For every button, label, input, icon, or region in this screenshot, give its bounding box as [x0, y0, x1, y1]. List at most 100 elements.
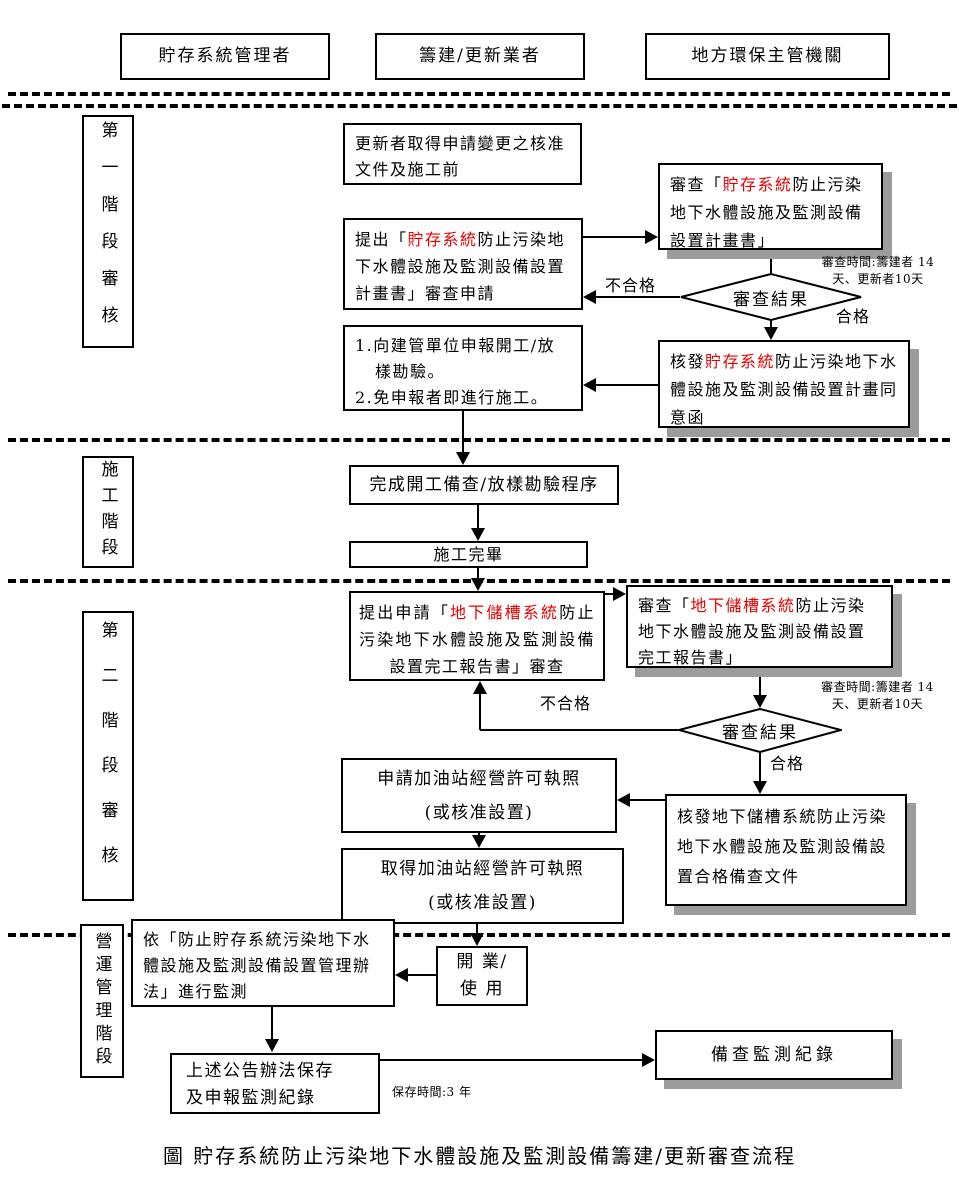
- note-review-time-stage1-line2: 天、更新者10天: [832, 272, 924, 286]
- arrow-review2-to-decision2-head: [753, 695, 767, 708]
- box-open-business: 開 業/ 使 用: [436, 946, 528, 1006]
- box-keep-monitoring-records-line1: 上述公告辦法保存: [186, 1061, 334, 1081]
- box-record-monitoring-text: 備查監測紀錄: [711, 1044, 837, 1065]
- arrow-license-to-open-head: [470, 933, 484, 946]
- box-get-station-license-line2: (或核准設置): [428, 893, 537, 913]
- lane-header-builder: 籌建/更新業者: [375, 33, 585, 80]
- arrow-pass-to-issue-2-line: [759, 752, 761, 782]
- arrow-pass-to-issue-1-head: [764, 327, 778, 340]
- arrow-done-to-apply2-head: [471, 578, 485, 591]
- box-review-report-post: 防止污染地下水體設施及監測設備設置完工報告書」: [638, 596, 866, 667]
- decision-review-result-1: 審查結果: [680, 272, 862, 322]
- box-review-report-pre: 審查「: [638, 596, 691, 615]
- arrow-license-to-open-line: [476, 924, 478, 934]
- arrow-issue-to-report-head: [583, 378, 596, 392]
- box-apply-station-license-line2: (或核准設置): [424, 802, 534, 823]
- note-review-time-stage2-line1: 審查時間:籌建者 14: [821, 680, 934, 694]
- box-review-plan-post: 防止污染地下水體設施及監測設備設置計畫書」: [670, 175, 863, 250]
- box-issue-consent-highlight: 貯存系統: [705, 352, 776, 371]
- arrow-monitor-to-keep-line: [271, 1007, 273, 1040]
- box-keep-monitoring-records-line2: 及申報監測紀錄: [186, 1088, 316, 1108]
- lane-header-storage-manager: 貯存系統管理者: [120, 33, 330, 80]
- arrow-fail-return-2-head: [473, 681, 487, 694]
- figure-caption: 圖 貯存系統防止污染地下水體設施及監測設備籌建/更新審查流程: [162, 1144, 797, 1168]
- box-submit-report-post: 防止污染地下水體設施及監測設備設置完工報告書」審查: [359, 603, 595, 676]
- arrow-check-to-done-head: [471, 528, 485, 541]
- decision-diamond-shape-1: [680, 272, 862, 322]
- box-monitor-per-regulation-text: 依「防止貯存系統污染地下水體設施及監測設備設置管理辦法」進行監測: [143, 930, 371, 1001]
- arrow-open-to-monitor-head: [395, 968, 408, 982]
- arrow-keep-to-record-head: [642, 1053, 655, 1067]
- box-issue-completion-approval-text: 核發地下儲槽系統防止污染地下水體設施及監測設備設置合格備查文件: [677, 807, 888, 886]
- box-review-plan: 審查「貯存系統防止污染地下水體設施及監測設備設置計畫書」: [658, 163, 883, 250]
- box-open-business-line2: 使 用: [460, 979, 504, 999]
- box-update-approval-docs: 更新者取得申請變更之核准文件及施工前: [343, 123, 582, 185]
- arrow-check-to-done-line: [477, 505, 479, 529]
- decision-review-result-1-label: 審查結果: [733, 289, 809, 310]
- arrow-apply-to-review-line: [583, 236, 645, 238]
- box-submit-plan-highlight: 貯存系統: [407, 230, 478, 249]
- box-submit-report-highlight: 地下儲槽系統: [450, 603, 560, 622]
- box-submit-report-pre: 提出申請「: [359, 603, 451, 622]
- arrow-apply2-to-review2-line: [605, 593, 614, 595]
- arrow-done-to-apply2-line: [477, 568, 479, 579]
- decision-diamond-shape-2: [675, 707, 845, 754]
- arrow-pass-to-issue-1-line: [770, 321, 772, 328]
- box-report-construction-start: 1.向建管單位申報開工/放樣勘驗。 2.免申報者即進行施工。: [343, 325, 583, 411]
- stage-label-operation: 營運管理階段: [80, 924, 124, 1078]
- separator-dashed-top-2: [2, 104, 957, 108]
- stage-label-stage1: 第一階段審核: [82, 115, 134, 348]
- separator-dashed-stage1: [8, 438, 950, 442]
- box-update-approval-docs-text: 更新者取得申請變更之核准文件及施工前: [355, 134, 566, 179]
- arrow-fail-return-2-hline: [480, 729, 678, 731]
- arrow-keep-to-record-line: [380, 1059, 642, 1061]
- box-get-station-license: 取得加油站經營許可執照 (或核准設置): [341, 848, 624, 924]
- box-issue-plan-consent: 核發貯存系統防止污染地下水體設施及監測設備設置計畫同意函: [658, 340, 910, 428]
- box-issue-consent-pre: 核發: [670, 352, 706, 371]
- box-report-item-2: 2.免申報者即進行施工。: [355, 388, 549, 407]
- lane-header-builder-label: 籌建/更新業者: [419, 46, 541, 66]
- arrow-fail-return-1-line: [596, 296, 680, 298]
- box-open-business-line1: 開 業/: [456, 952, 508, 972]
- arrow-issue2-to-apply-license-head: [617, 793, 630, 807]
- arrow-apply-to-get-license-head: [472, 835, 486, 848]
- box-issue-completion-approval: 核發地下儲槽系統防止污染地下水體設施及監測設備設置合格備查文件: [665, 794, 907, 906]
- connector-review-to-decision-1: [770, 250, 772, 273]
- stage-label-construction-text: 施工階段: [97, 460, 118, 564]
- stage-label-operation-text: 營運管理階段: [91, 932, 112, 1070]
- box-complete-start-check: 完成開工備查/放樣勘驗程序: [349, 465, 619, 505]
- note-review-time-stage2: 審查時間:籌建者 14 天、更新者10天: [795, 679, 959, 713]
- arrow-review2-to-decision2-line: [759, 668, 761, 696]
- box-submit-completion-report: 提出申請「地下儲槽系統防止污染地下水體設施及監測設備設置完工報告書」審查: [349, 591, 605, 681]
- lane-header-storage-manager-label: 貯存系統管理者: [158, 46, 292, 66]
- lane-header-authority-label: 地方環保主管機關: [691, 46, 844, 66]
- box-construction-done-text: 施工完畢: [433, 545, 504, 564]
- box-review-plan-highlight: 貯存系統: [722, 175, 793, 194]
- box-submit-plan-post: 防止污染地下水體設施及監測設備設置計畫書」審查申請: [355, 230, 566, 303]
- label-fail-2: 不合格: [540, 694, 592, 713]
- box-review-plan-pre: 審查「: [670, 175, 723, 194]
- separator-dashed-top-1: [8, 92, 950, 96]
- box-construction-done: 施工完畢: [349, 541, 588, 568]
- arrow-issue-to-report-line: [596, 384, 658, 386]
- box-review-completion-report: 審查「地下儲槽系統防止污染地下水體設施及監測設備設置完工報告書」: [626, 585, 893, 668]
- box-record-monitoring: 備查監測紀錄: [655, 1030, 893, 1080]
- arrow-report-to-check-head: [456, 452, 470, 465]
- box-complete-start-check-text: 完成開工備查/放樣勘驗程序: [369, 474, 599, 495]
- label-pass-2: 合格: [770, 754, 805, 773]
- box-report-item-1: 1.向建管單位申報開工/放樣勘驗。: [355, 336, 556, 381]
- stage-label-stage1-text: 第一階段審核: [97, 120, 118, 343]
- stage-label-stage2-text: 第二階段審核: [97, 621, 118, 891]
- arrow-apply2-to-review2-head: [613, 587, 626, 601]
- arrow-fail-return-2-vline: [479, 694, 481, 730]
- box-apply-station-license-line1: 申請加油站經營許可執照: [377, 768, 581, 789]
- arrow-issue2-to-apply-license-line: [630, 799, 665, 801]
- box-apply-station-license: 申請加油站經營許可執照 (或核准設置): [341, 758, 617, 833]
- box-review-report-highlight: 地下儲槽系統: [690, 596, 796, 615]
- label-fail-1: 不合格: [605, 276, 657, 295]
- arrow-open-to-monitor-line: [408, 974, 436, 976]
- arrow-monitor-to-keep-head: [265, 1039, 279, 1052]
- box-submit-plan-pre: 提出「: [355, 230, 408, 249]
- arrow-apply-to-get-license-line: [478, 833, 480, 836]
